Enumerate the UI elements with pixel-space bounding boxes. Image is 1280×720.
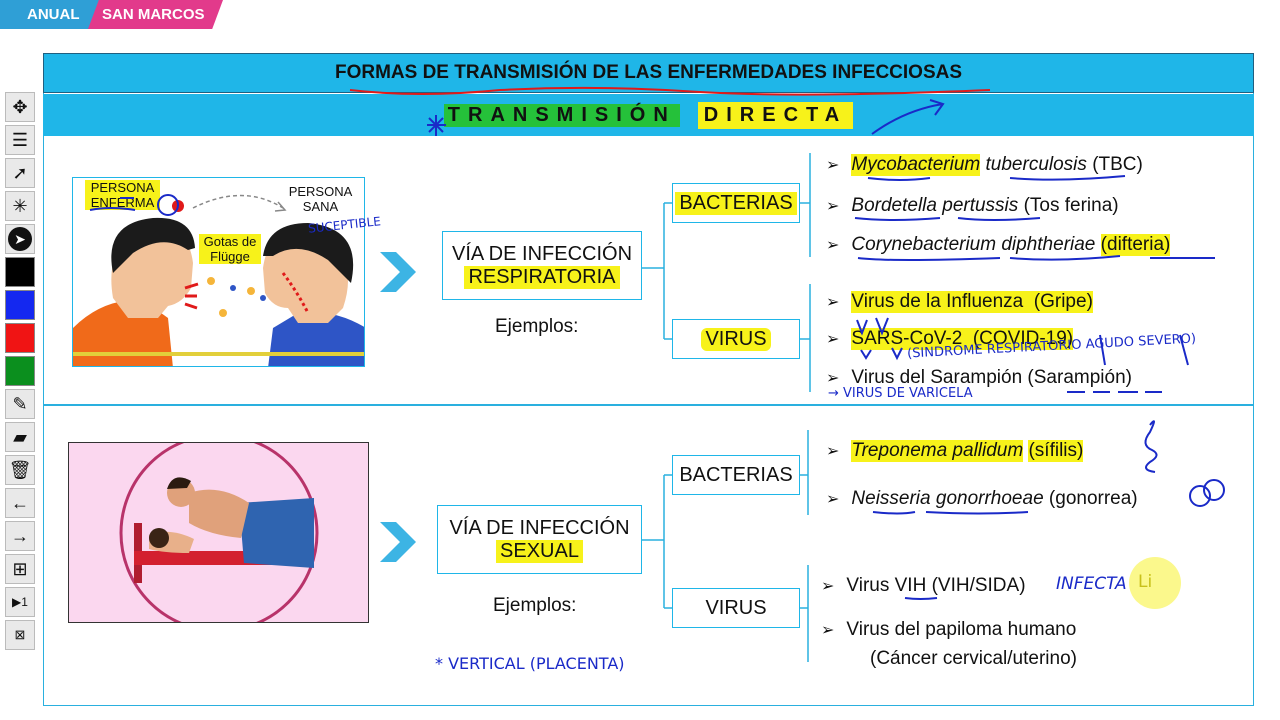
black-color[interactable]	[5, 257, 35, 287]
annotation-infecta: INFECTA	[1056, 574, 1127, 594]
slide-subtitle: TRANSMISIÓN DIRECTA	[43, 94, 1254, 136]
badge-san-marcos: SAN MARCOS	[88, 0, 223, 29]
subtitle-transmision: TRANSMISIÓN	[443, 103, 680, 127]
bullet-arrow-icon: ➢	[826, 370, 840, 387]
bullet-arrow-icon: ➢	[826, 198, 840, 215]
respiratory-examples-label: Ejemplos:	[495, 316, 579, 337]
marker-icon[interactable]: ✎	[5, 389, 35, 419]
sexual-route-box: VÍA DE INFECCIÓN SEXUAL	[437, 505, 642, 574]
menu-icon[interactable]: ☰	[5, 125, 35, 155]
bullet-arrow-icon: ➢	[826, 157, 840, 174]
label-drops: Gotas de Flügge	[199, 234, 261, 264]
back-icon[interactable]: ←	[5, 488, 35, 518]
cursor-icon[interactable]: ➤	[5, 224, 35, 254]
red-color[interactable]	[5, 323, 35, 353]
subtitle-directa: DIRECTA	[697, 101, 854, 129]
sexual-illustration	[68, 442, 369, 623]
blue-color[interactable]	[5, 290, 35, 320]
sexual-virus-box: VIRUS	[672, 588, 800, 628]
close-icon[interactable]: ⊠	[5, 620, 35, 650]
sexual-bacteria-box: BACTERIAS	[672, 455, 800, 495]
bullet-arrow-icon: ➢	[826, 237, 840, 254]
label-sick-person: PERSONA ENFERMA	[85, 180, 160, 210]
green-color[interactable]	[5, 356, 35, 386]
sexual-examples-label: Ejemplos:	[493, 595, 577, 616]
chevron-right-icon	[380, 252, 416, 292]
annotation-varicela: → VIRUS DE VARICELA	[828, 386, 973, 401]
list-item: ➢ Corynebacterium diphtheriae (difteria)	[826, 234, 1171, 256]
respiratory-route-box: VÍA DE INFECCIÓN RESPIRATORIA	[442, 231, 642, 300]
respiratory-bacteria-box: BACTERIAS	[672, 183, 800, 223]
expand-icon[interactable]: ✳	[5, 191, 35, 221]
list-item: ➢ Neisseria gonorrhoeae (gonorrea)	[826, 488, 1138, 509]
bullet-arrow-icon: ➢	[821, 622, 835, 639]
annotation-vertical: * VERTICAL (PLACENTA)	[435, 654, 625, 673]
list-item: ➢ Virus de la Influenza (Gripe)	[826, 291, 1093, 313]
bullet-arrow-icon: ➢	[826, 331, 840, 348]
slide-icon[interactable]: ▶1	[5, 587, 35, 617]
respiratory-virus-box: VIRUS	[672, 319, 800, 359]
pointer-icon[interactable]: ➚	[5, 158, 35, 188]
move-icon[interactable]: ✥	[5, 92, 35, 122]
eraser-icon[interactable]: ▰	[5, 422, 35, 452]
forward-icon[interactable]: →	[5, 521, 35, 551]
annotation-li: Li	[1138, 572, 1153, 592]
bullet-arrow-icon: ➢	[821, 578, 835, 595]
list-item: ➢ Virus del Sarampión (Sarampión)	[826, 367, 1132, 388]
slide-title: FORMAS DE TRANSMISIÓN DE LAS ENFERMEDADE…	[43, 53, 1254, 93]
section-divider	[43, 404, 1254, 406]
badge-anual: ANUAL	[0, 0, 110, 29]
bullet-arrow-icon: ➢	[826, 443, 840, 460]
trash-icon[interactable]: 🗑	[5, 455, 35, 485]
bullet-arrow-icon: ➢	[826, 491, 840, 508]
respiratory-illustration: PERSONA ENFERMA Gotas de Flügge PERSONA …	[72, 177, 365, 367]
bullet-arrow-icon: ➢	[826, 294, 840, 311]
list-item-continuation: (Cáncer cervical/uterino)	[870, 648, 1077, 669]
chevron-right-icon	[380, 522, 416, 562]
list-item: ➢ Virus VIH (VIH/SIDA)	[821, 575, 1026, 596]
list-item: ➢ Virus del papiloma humano	[821, 619, 1077, 640]
list-item: ➢ Mycobacterium tuberculosis (TBC)	[826, 154, 1143, 176]
add-icon[interactable]: ⊞	[5, 554, 35, 584]
drawing-toolbar: ✥ ☰ ➚ ✳ ➤ ✎ ▰ 🗑 ← → ⊞ ▶1 ⊠	[3, 92, 37, 653]
list-item: ➢ Treponema pallidum (sífilis)	[826, 440, 1084, 462]
list-item: ➢ Bordetella pertussis (Tos ferina)	[826, 195, 1119, 216]
label-healthy-person: PERSONA SANA	[288, 184, 353, 214]
